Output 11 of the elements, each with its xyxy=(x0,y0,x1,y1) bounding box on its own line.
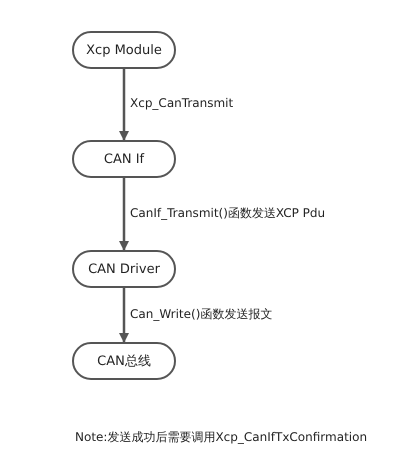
edge-label: CanIf_Transmit()函数发送XCP Pdu xyxy=(129,205,326,222)
edge-label: Can_Write()函数发送报文 xyxy=(129,306,274,323)
arrow xyxy=(119,178,129,251)
process-box: CAN总线 xyxy=(72,342,176,380)
note-text: Note:发送成功后需要调用Xcp_CanIfTxConfirmation xyxy=(75,429,368,446)
arrow xyxy=(119,69,129,141)
edge-label: Xcp_CanTransmit xyxy=(129,96,234,110)
arrow xyxy=(119,288,129,343)
process-box: CAN If xyxy=(72,140,176,178)
process-box: Xcp Module xyxy=(72,31,176,69)
process-box: CAN Driver xyxy=(72,250,176,288)
